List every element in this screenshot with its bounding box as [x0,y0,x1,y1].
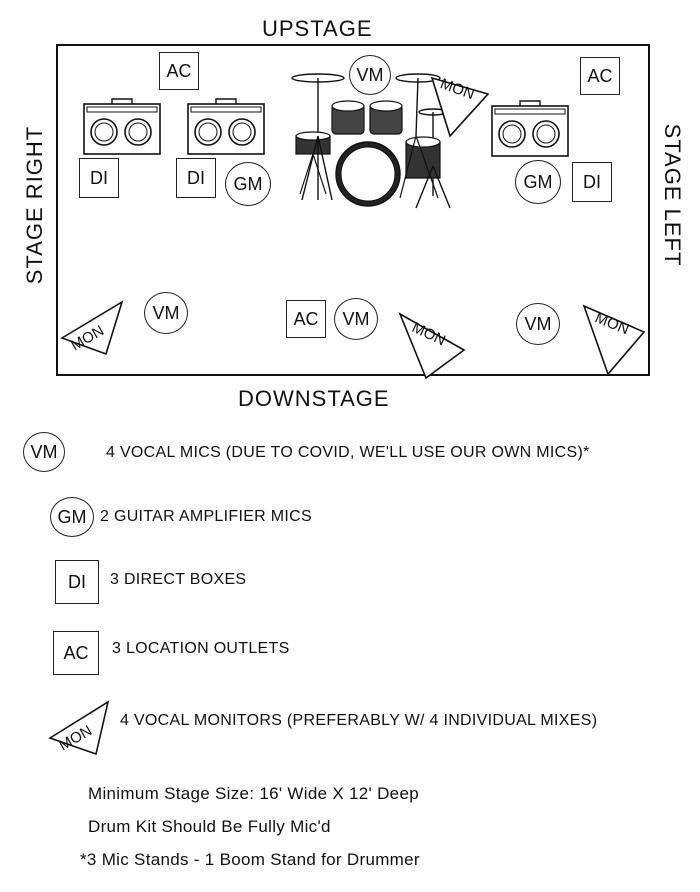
note-drum-kit: Drum Kit Should Be Fully Mic'd [88,817,331,836]
downstage-label: DOWNSTAGE [238,386,390,411]
vocal-mic-stage-right: VM [144,292,188,334]
direct-box-2: DI [176,158,216,198]
stage-monitor-icon: MON [582,304,646,376]
stage-right-label: STAGE RIGHT [22,125,47,285]
guitar-amplifier-icon [83,98,161,155]
vocal-mic-center: VM [334,298,378,340]
guitar-mic-stage-right: GM [225,162,271,206]
legend-gm-symbol: GM [50,497,94,537]
note-mic-stands: *3 Mic Stands - 1 Boom Stand for Drummer [80,850,420,869]
outlet-2: AC [580,57,620,95]
guitar-amplifier-icon [491,100,569,157]
outlet-3: AC [286,300,326,338]
stage-monitor-icon: MON [60,300,124,356]
direct-box-3: DI [572,162,612,202]
stage-left-label: STAGE LEFT [660,123,685,267]
drum-kit-icon [291,73,451,209]
legend-ac-symbol: AC [53,631,99,675]
upstage-label: UPSTAGE [262,16,373,41]
legend-ac-text: 3 LOCATION OUTLETS [112,640,290,657]
legend-di-text: 3 DIRECT BOXES [110,571,247,588]
guitar-mic-stage-left: GM [515,160,561,204]
legend-mon-symbol: MON [48,700,110,756]
vocal-mic-drums: VM [349,55,391,95]
legend-gm-text: 2 GUITAR AMPLIFIER MICS [100,508,312,525]
legend-vm-text: 4 VOCAL MICS (DUE TO COVID, WE'LL USE OU… [106,444,590,461]
guitar-amplifier-icon [187,98,265,155]
vocal-mic-stage-left: VM [516,303,560,345]
stage-monitor-icon: MON [398,312,466,380]
direct-box-1: DI [79,158,119,198]
note-stage-size: Minimum Stage Size: 16' Wide X 12' Deep [88,784,419,803]
outlet-1: AC [159,52,199,90]
stage-monitor-icon: MON [430,75,490,138]
legend-vm-symbol: VM [23,432,65,472]
legend-mon-text: 4 VOCAL MONITORS (PREFERABLY W/ 4 INDIVI… [120,712,598,729]
legend-di-symbol: DI [55,560,99,604]
stage-area [56,44,650,376]
